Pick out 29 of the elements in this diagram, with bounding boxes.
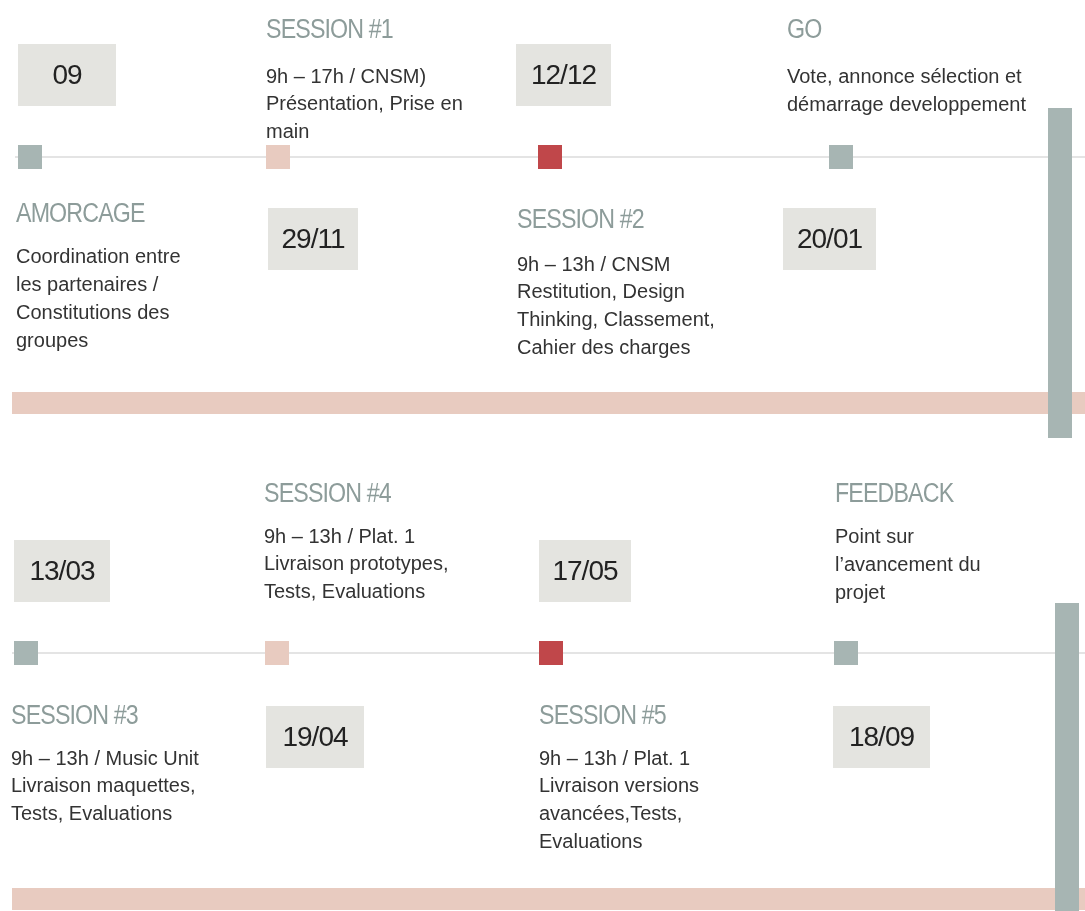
session-heading: GO [787,14,822,45]
session-heading: SESSION #3 [11,700,138,731]
session-description: Restitution, Design Thinking, Classement, Cahier des charges [517,279,716,360]
date-box: 12/12 [516,44,611,106]
session-description: 9h – 13h / Music Unit [11,746,200,771]
session-description: 9h – 13h / CNSM [517,252,672,277]
session-heading: SESSION #2 [517,204,644,235]
session-heading: SESSION #4 [264,478,391,509]
session-heading: FEEDBACK [835,478,954,509]
session-description: Livraison versions avancées,Tests, Evaluations [539,773,701,854]
session-description: Coordination entre les partenaires / Constitutions des groupes [16,244,182,353]
date-box: 19/04 [266,706,364,768]
date-box: 18/09 [833,706,930,768]
session-description: Livraison prototypes, Tests, Evaluations [264,551,450,604]
session-heading: AMORCAGE [16,198,145,229]
session-heading: SESSION #1 [266,14,393,45]
session-heading: SESSION #5 [539,700,666,731]
session-description: Présentation, Prise en main [266,91,464,144]
date-box: 09 [18,44,116,106]
session-description: Point sur l’avancement du projet [835,524,982,605]
session-description: Livraison maquettes, Tests, Evaluations [11,773,197,826]
date-box: 29/11 [268,208,358,270]
session-description: 9h – 17h / CNSM) [266,64,428,89]
date-box: 17/05 [539,540,631,602]
session-description: 9h – 13h / Plat. 1 [264,524,417,549]
date-box: 13/03 [14,540,110,602]
date-box: 20/01 [783,208,876,270]
session-description: Vote, annonce sélection et démarrage developpement [787,64,1028,117]
session-description: 9h – 13h / Plat. 1 [539,746,692,771]
